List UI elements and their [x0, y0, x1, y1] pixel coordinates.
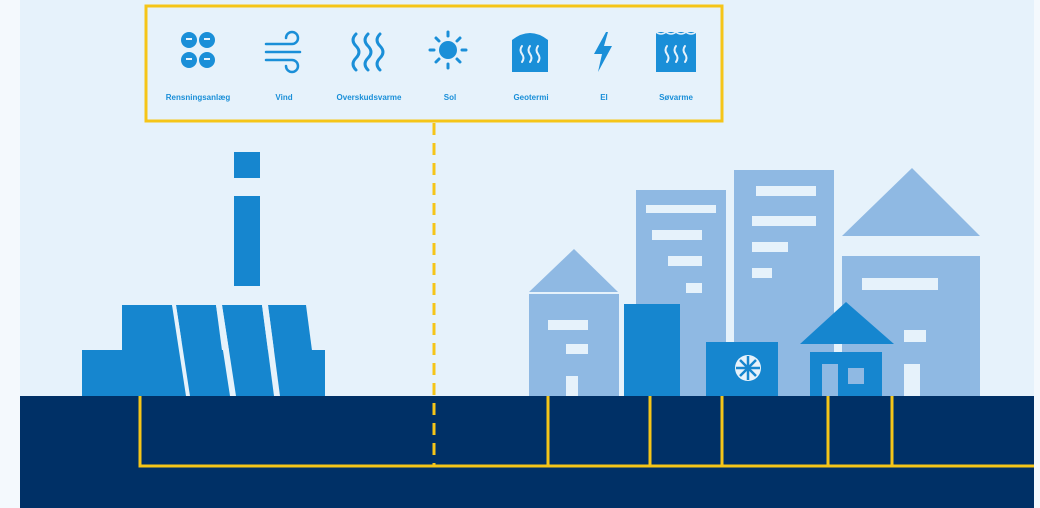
heat-sources-legend: Rensningsanlæg Vind Overskudsvarme Sol G… [144, 4, 724, 123]
label-geotermi: Geotermi [513, 93, 548, 102]
sun-icon [428, 30, 468, 70]
excess-heat-icon [351, 32, 385, 72]
label-vind: Vind [275, 93, 292, 102]
label-sol: Sol [444, 93, 456, 102]
label-rensningsanlaeg: Rensningsanlæg [166, 93, 231, 102]
lake-heat-icon [655, 31, 697, 72]
label-el: El [600, 93, 608, 102]
ground [20, 396, 1034, 508]
city-buildings [529, 168, 980, 396]
wind-icon [264, 30, 302, 74]
geothermal-icon [512, 33, 548, 72]
heat-plant [82, 152, 325, 396]
label-overskudsvarme: Overskudsvarme [337, 93, 402, 102]
lightning-icon [594, 32, 612, 72]
wastewater-plant-icon [181, 32, 215, 68]
pipe-network [138, 396, 1034, 468]
label-soevarme: Søvarme [659, 93, 693, 102]
